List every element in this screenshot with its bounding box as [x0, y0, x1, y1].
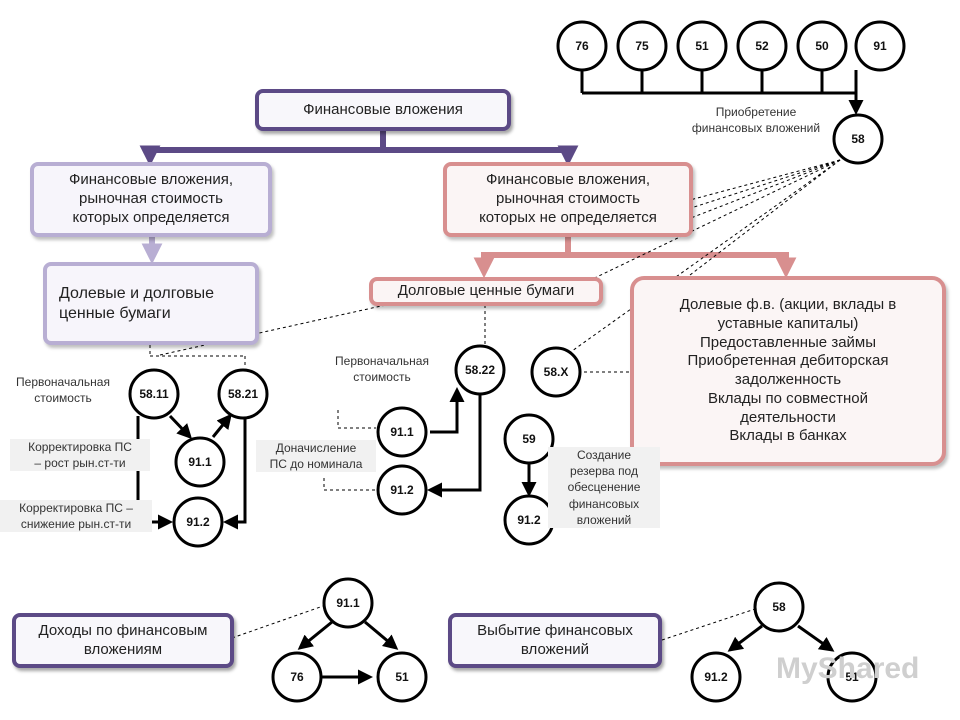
- label-adjustment-decline: Корректировка ПС – снижение рын.ст-ти: [0, 500, 152, 533]
- node-91-2-left: 91.2: [172, 496, 224, 548]
- svg-text:58.11: 58.11: [139, 387, 169, 401]
- label-initial-cost-left: Первоначальная стоимость: [16, 375, 110, 406]
- node-59: 59: [503, 413, 555, 465]
- node-91-2-mid: 91.2: [376, 464, 428, 516]
- node-51-bottom-right: 51: [826, 651, 878, 703]
- label-acquisition: Приобретение финансовых вложений: [691, 105, 821, 136]
- svg-text:91.2: 91.2: [186, 515, 210, 529]
- label-adjustment-growth: Корректировка ПС – рост рын.ст-ти: [10, 439, 150, 472]
- node-91-2-right: 91.2: [503, 494, 555, 546]
- node-91-1-mid: 91.1: [376, 406, 428, 458]
- box-market-value-determined: Финансовые вложения, рыночная стоимость …: [30, 162, 272, 237]
- svg-text:91: 91: [873, 39, 887, 53]
- box-debt-securities: Долговые ценные бумаги: [369, 277, 603, 306]
- node-top-0: 76: [556, 20, 608, 72]
- svg-text:51: 51: [395, 670, 409, 684]
- flow-arrows: [136, 387, 835, 685]
- svg-text:91.1: 91.1: [336, 596, 360, 610]
- node-top-3: 52: [736, 20, 788, 72]
- svg-text:58: 58: [851, 132, 865, 146]
- node-58-21: 58.21: [217, 368, 269, 420]
- label-impairment-reserve: Создание резерва под обесценение финансо…: [548, 447, 660, 528]
- svg-text:58: 58: [772, 600, 786, 614]
- svg-text:58.22: 58.22: [465, 363, 495, 377]
- svg-text:91.2: 91.2: [517, 513, 541, 527]
- node-58-11: 58.11: [128, 368, 180, 420]
- watermark: MyShared: [776, 652, 920, 685]
- node-top-5: 91: [854, 20, 906, 72]
- node-top-4: 50: [796, 20, 848, 72]
- box-investment-income: Доходы по финансовым вложениям: [12, 613, 234, 668]
- svg-text:91.2: 91.2: [390, 483, 414, 497]
- svg-text:52: 52: [755, 39, 769, 53]
- box-financial-investments: Финансовые вложения: [255, 89, 511, 131]
- box-equity-and-debt-securities: Долевые и долговые ценные бумаги: [43, 262, 259, 345]
- svg-text:76: 76: [290, 670, 304, 684]
- svg-text:91.1: 91.1: [188, 455, 212, 469]
- label-initial-cost-mid: Первоначальная стоимость: [335, 354, 429, 385]
- label-accrual-to-nominal: Доначисление ПС до номинала: [256, 440, 376, 473]
- node-58-bottom: 58: [753, 581, 805, 633]
- top-collector: [580, 70, 864, 115]
- svg-text:58.X: 58.X: [544, 365, 569, 379]
- svg-text:51: 51: [695, 39, 709, 53]
- box-market-value-not-determined: Финансовые вложения, рыночная стоимость …: [443, 162, 693, 237]
- node-top-1: 75: [616, 20, 668, 72]
- node-91-1-left: 91.1: [174, 436, 226, 488]
- node-76-bottom: 76: [271, 651, 323, 703]
- svg-text:91.1: 91.1: [390, 425, 414, 439]
- svg-text:76: 76: [575, 39, 589, 53]
- node-91-2-bottom: 91.2: [690, 651, 742, 703]
- svg-text:51: 51: [845, 670, 859, 684]
- svg-text:50: 50: [815, 39, 829, 53]
- node-top-2: 51: [676, 20, 728, 72]
- node-51-bottom-left: 51: [376, 651, 428, 703]
- node-91-1-bottom: 91.1: [322, 577, 374, 629]
- node-58-x: 58.X: [530, 346, 582, 398]
- svg-text:58.21: 58.21: [228, 387, 258, 401]
- box-investment-disposal: Выбытие финансовых вложений: [448, 613, 662, 668]
- svg-text:91.2: 91.2: [704, 670, 728, 684]
- hierarchy-arrows: [139, 130, 797, 279]
- box-other-investments: Долевые ф.в. (акции, вклады в уставные к…: [630, 276, 946, 466]
- node-58: 58: [832, 113, 884, 165]
- node-58-22: 58.22: [454, 344, 506, 396]
- svg-text:75: 75: [635, 39, 649, 53]
- svg-text:59: 59: [522, 432, 536, 446]
